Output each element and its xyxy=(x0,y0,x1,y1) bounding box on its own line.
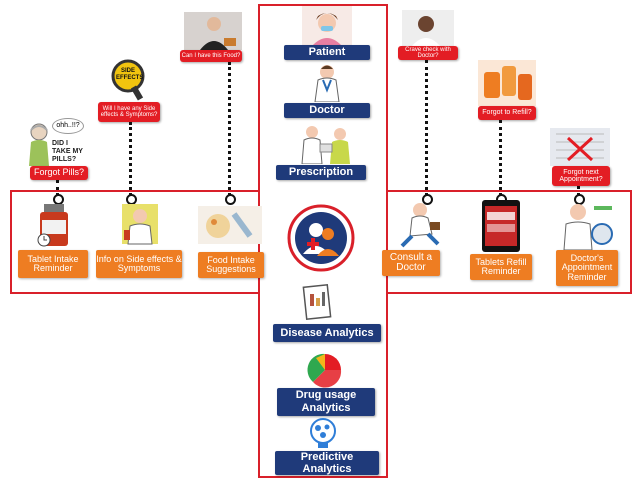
appointment-reminder-label[interactable]: Doctor's Appointment Reminder xyxy=(556,250,618,286)
food-intake-label[interactable]: Food Intake Suggestions xyxy=(198,252,264,278)
connector-line xyxy=(425,60,428,196)
man-eating-icon xyxy=(184,12,242,50)
doctor-icon xyxy=(314,65,340,102)
worried-elder-icon xyxy=(29,123,49,166)
consult-doctor-label[interactable]: Consult a Doctor xyxy=(382,250,440,276)
forgot-pills-tag[interactable]: Forgot Pills? xyxy=(30,166,88,180)
side-effects-label[interactable]: Info on Side effects & Symptoms xyxy=(96,250,182,278)
brain-bulb-icon xyxy=(310,418,336,448)
prescription-label[interactable]: Prescription xyxy=(276,165,366,180)
consult-question-tag[interactable]: Crave check with Doctor? xyxy=(398,46,458,60)
app-logo-icon xyxy=(287,204,355,272)
patient-icon xyxy=(302,6,352,46)
document-icon xyxy=(302,284,332,320)
calendar-icon xyxy=(550,128,610,166)
tablet-intake-label[interactable]: Tablet Intake Reminder xyxy=(18,250,88,278)
cross-frame-mask-top xyxy=(260,188,386,194)
drug-usage-analytics-label[interactable]: Drug usage Analytics xyxy=(277,388,375,416)
disease-analytics-label[interactable]: Disease Analytics xyxy=(273,324,381,342)
refill-question-tag[interactable]: Forgot to Refill? xyxy=(478,106,536,120)
connector-pin xyxy=(574,194,585,205)
food-question-tag[interactable]: Can I have this Food? xyxy=(180,50,242,62)
appointment-question-tag[interactable]: Forgot next Appointment? xyxy=(552,166,610,186)
connector-line xyxy=(228,62,231,196)
predictive-analytics-label[interactable]: Predictive Analytics xyxy=(275,451,379,475)
connector-pin xyxy=(225,194,236,205)
did-i-take-note: DID I TAKE MY PILLS? xyxy=(52,140,83,163)
pie-chart-icon xyxy=(307,353,342,388)
speech-bubble: ohh..!!? xyxy=(52,118,84,134)
patient-label[interactable]: Patient xyxy=(284,45,370,60)
side-effects-sign-text: SIDE EFFECTS xyxy=(116,68,144,81)
food-icon xyxy=(198,206,262,244)
connector-line xyxy=(577,186,580,196)
woman-phone-icon xyxy=(402,10,454,46)
doctor-stethoscope-icon xyxy=(563,204,613,250)
prescription-icon xyxy=(301,126,350,164)
pills-icon xyxy=(478,60,536,106)
pill-bottle-icon xyxy=(37,204,68,247)
connector-line xyxy=(129,122,132,196)
doctor-label[interactable]: Doctor xyxy=(284,103,370,118)
side-effects-tag[interactable]: Will I have any Side effects & Symptoms? xyxy=(98,102,160,122)
side-effects-sign-icon xyxy=(111,59,145,101)
pharmacist-icon xyxy=(122,204,158,245)
connector-pin xyxy=(422,194,433,205)
connector-line xyxy=(56,180,59,196)
tablets-refill-label[interactable]: Tablets Refill Reminder xyxy=(470,254,532,280)
running-doctor-icon xyxy=(400,203,440,248)
connector-line xyxy=(499,120,502,196)
phone-app-icon xyxy=(482,200,520,252)
